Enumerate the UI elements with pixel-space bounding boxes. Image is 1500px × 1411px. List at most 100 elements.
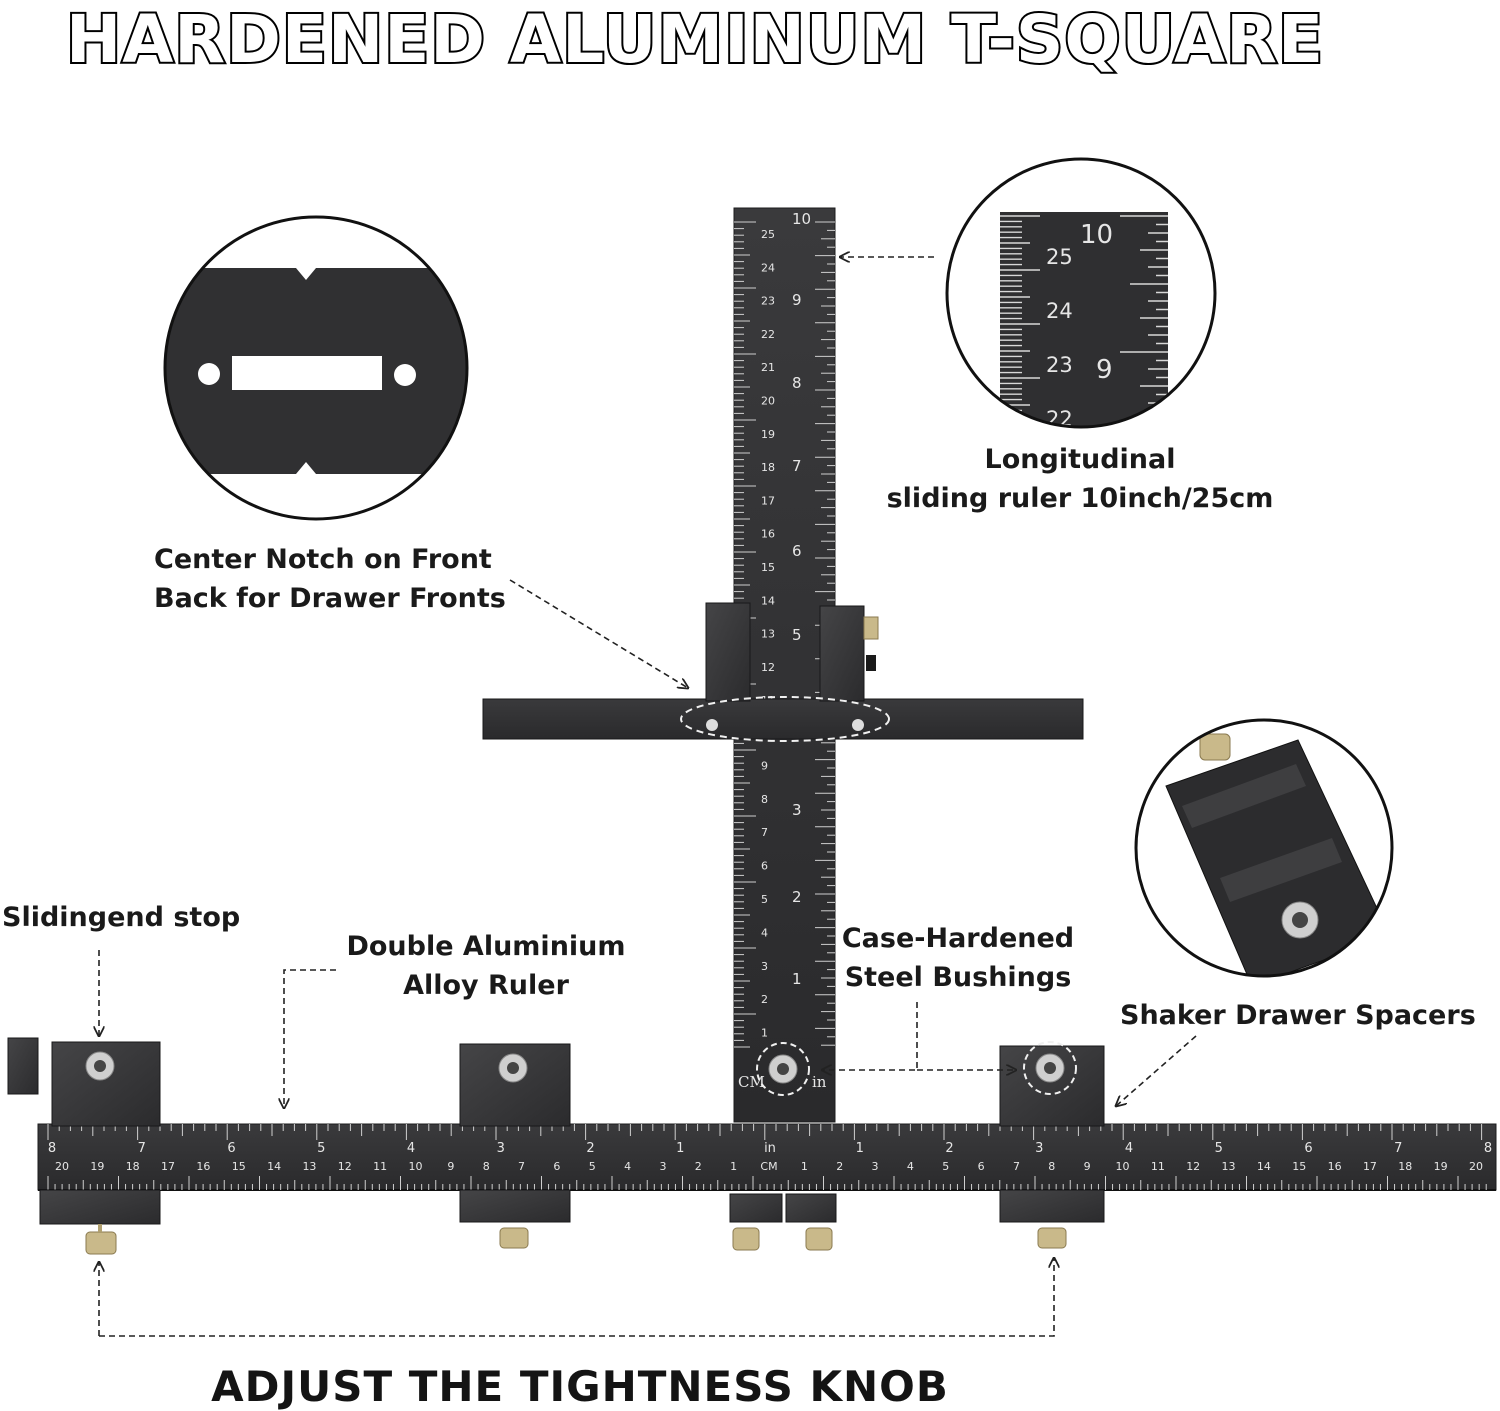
horizontal-cm-label: 19 [90, 1160, 104, 1173]
spacer-block-right[interactable] [999, 1041, 1105, 1223]
vertical-cm-label: 8 [761, 793, 768, 806]
vertical-cm-label: 2 [761, 993, 768, 1006]
horizontal-cm-label: 14 [267, 1160, 281, 1173]
vertical-ruler-labels: 1098765432125242322212019181716151413121… [761, 210, 811, 1040]
vertical-cm-label: 9 [761, 759, 768, 772]
vertical-inch-label: 10 [792, 210, 811, 228]
callout-center-notch: Center Notch on Front Back for Drawer Fr… [154, 540, 506, 618]
vertical-cm-label: 25 [761, 228, 775, 241]
horizontal-inch-label: 1 [676, 1141, 684, 1156]
horizontal-inch-label: 6 [227, 1141, 235, 1156]
horizontal-cm-label: 13 [302, 1160, 316, 1173]
vertical-inch-label: 1 [792, 970, 802, 988]
vertical-cm-label: 4 [761, 926, 768, 939]
horizontal-cm-label: 20 [1469, 1160, 1483, 1173]
vertical-ruler-ticks [734, 221, 835, 1048]
page-title: HARDENED ALUMINUM T-SQUARE [64, 0, 1325, 80]
zoom-cm-24: 24 [1046, 299, 1073, 323]
horizontal-cm-label: 16 [1328, 1160, 1342, 1173]
vertical-cm-label: 20 [761, 395, 775, 408]
vertical-cm-label: 21 [761, 361, 775, 374]
tightness-knob-3[interactable] [732, 1227, 760, 1251]
vertical-cm-label: 6 [761, 860, 768, 873]
horizontal-cm-label: 1 [730, 1160, 737, 1173]
vertical-inch-label: 9 [792, 291, 802, 309]
horizontal-inch-label: 4 [407, 1141, 415, 1156]
horizontal-inch-label: 3 [1035, 1141, 1043, 1156]
horizontal-cm-label: 12 [1186, 1160, 1200, 1173]
vertical-cm-label: 1 [761, 1027, 768, 1040]
horizontal-cm-label: 19 [1434, 1160, 1448, 1173]
callout-adjust-knob: ADJUST THE TIGHTNESS KNOB [211, 1362, 949, 1411]
vertical-cm-label: 7 [761, 826, 768, 839]
horizontal-inch-label: 1 [856, 1141, 864, 1156]
callout-sliding-end-stop: Slidingend stop [2, 898, 240, 937]
vertical-cm-label: 23 [761, 295, 775, 308]
horizontal-ruler-ticks [47, 1124, 1487, 1190]
horizontal-cm-label: 7 [1013, 1160, 1020, 1173]
vertical-inch-label: 7 [792, 457, 802, 475]
horizontal-cm-label: 14 [1257, 1160, 1271, 1173]
leader-lines [99, 257, 1197, 1337]
horizontal-cm-label: 5 [589, 1160, 596, 1173]
bushing-highlight-right [1023, 1041, 1077, 1095]
callout-double-ruler: Double Aluminium Alloy Ruler [336, 927, 636, 1005]
center-notch-highlight [680, 696, 890, 742]
tightness-knob-2[interactable] [499, 1227, 529, 1249]
callout-shaker-spacers: Shaker Drawer Spacers [1120, 996, 1476, 1035]
zoom-shaker-spacer [1134, 718, 1394, 978]
callout-steel-bushings: Case-Hardened Steel Bushings [836, 919, 1080, 997]
vertical-sliding-ruler: 1098765432125242322212019181716151413121… [733, 207, 836, 1123]
horizontal-cm-label: 20 [55, 1160, 69, 1173]
vertical-cm-label: 22 [761, 328, 775, 341]
vertical-inch-label: 8 [792, 374, 802, 392]
horizontal-inch-label: 5 [317, 1141, 325, 1156]
cross-fence [482, 602, 1084, 742]
horizontal-cm-label: 3 [659, 1160, 666, 1173]
fence-lock-knob[interactable] [863, 616, 879, 671]
callout-center-notch-line1: Center Notch on Front [154, 544, 492, 575]
callout-bushings-line2: Steel Bushings [844, 962, 1072, 993]
horizontal-cm-label: 3 [872, 1160, 879, 1173]
horizontal-cm-label: 15 [1292, 1160, 1306, 1173]
horizontal-cm-label: 17 [161, 1160, 175, 1173]
horizontal-cm-label: 11 [373, 1160, 387, 1173]
callout-bushings-line1: Case-Hardened [841, 923, 1075, 954]
vertical-cm-label: 15 [761, 561, 775, 574]
tightness-knob-5[interactable] [1037, 1227, 1067, 1249]
horizontal-cm-label: 10 [1116, 1160, 1130, 1173]
tightness-knob-1[interactable] [85, 1224, 117, 1255]
callout-shaker-spacers-text: Shaker Drawer Spacers [1120, 1000, 1476, 1031]
horizontal-cm-label: 18 [1398, 1160, 1412, 1173]
tightness-knob-4[interactable] [805, 1227, 833, 1251]
horizontal-inch-label: in [764, 1141, 776, 1156]
horizontal-cm-label: 4 [907, 1160, 914, 1173]
vertical-unit-cm: CM [738, 1073, 765, 1091]
title-text: HARDENED ALUMINUM T-SQUARE [66, 1, 1324, 78]
horizontal-cm-label: 4 [624, 1160, 631, 1173]
callout-double-ruler-line2: Alloy Ruler [403, 970, 569, 1001]
vertical-cm-label: 14 [761, 594, 775, 607]
vertical-cm-label: 13 [761, 628, 775, 641]
sliding-end-stop[interactable] [7, 1037, 161, 1225]
horizontal-cm-label: 1 [801, 1160, 808, 1173]
horizontal-cm-label: 7 [518, 1160, 525, 1173]
callout-double-ruler-line1: Double Aluminium [346, 931, 626, 962]
spacer-block-left[interactable] [459, 1043, 571, 1223]
vertical-inch-label: 2 [792, 888, 802, 906]
horizontal-inch-label: 8 [1484, 1141, 1492, 1156]
vertical-cm-label: 16 [761, 528, 775, 541]
horizontal-cm-label: 2 [695, 1160, 702, 1173]
callout-center-notch-line2: Back for Drawer Fronts [154, 583, 506, 614]
horizontal-cm-label: 6 [978, 1160, 985, 1173]
horizontal-inch-label: 8 [48, 1141, 56, 1156]
horizontal-inch-label: 2 [586, 1141, 594, 1156]
vertical-cm-label: 24 [761, 261, 775, 274]
horizontal-cm-label: 2 [836, 1160, 843, 1173]
callout-longitudinal-ruler: Longitudinal sliding ruler 10inch/25cm [880, 440, 1280, 518]
horizontal-inch-label: 4 [1125, 1141, 1133, 1156]
horizontal-cm-label: 5 [942, 1160, 949, 1173]
horizontal-cm-label: 17 [1363, 1160, 1377, 1173]
vertical-inch-label: 3 [792, 801, 802, 819]
